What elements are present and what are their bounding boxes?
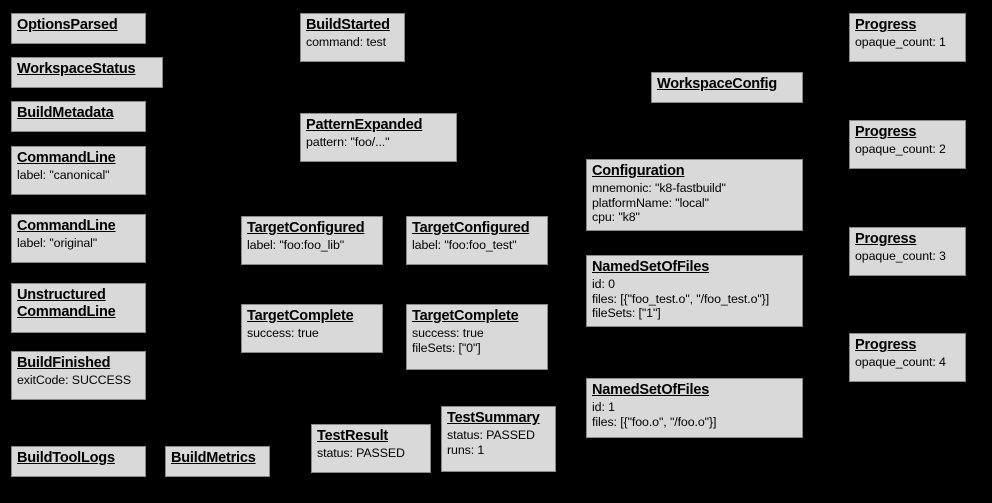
node-build-metrics[interactable]: BuildMetrics	[165, 446, 270, 477]
node-fields: success: true	[247, 326, 319, 341]
node-title: Configuration	[592, 163, 685, 179]
node-fields: command: test	[306, 35, 386, 50]
node-target-configured-foo-lib[interactable]: TargetConfigured label: "foo:foo_lib"	[241, 216, 383, 265]
node-fields: label: "original"	[17, 236, 98, 251]
node-fields: mnemonic: "k8-fastbuild" platformName: "…	[592, 181, 726, 225]
node-title: BuildFinished	[17, 355, 111, 371]
node-command-line-original[interactable]: CommandLine label: "original"	[11, 214, 146, 263]
node-fields: opaque_count: 4	[855, 355, 946, 370]
node-title: BuildToolLogs	[17, 450, 115, 466]
node-fields: label: "foo:foo_test"	[412, 238, 517, 253]
node-fields: label: "canonical"	[17, 168, 110, 183]
node-title: TargetConfigured	[412, 220, 530, 236]
node-title: NamedSetOfFiles	[592, 259, 710, 275]
node-progress-3[interactable]: Progress opaque_count: 3	[849, 227, 966, 276]
node-title: Unstructured CommandLine	[17, 287, 116, 321]
node-command-line-canonical[interactable]: CommandLine label: "canonical"	[11, 146, 146, 195]
node-title: TargetConfigured	[247, 220, 365, 236]
node-fields: success: true fileSets: ["0"]	[412, 326, 484, 355]
node-test-summary[interactable]: TestSummary status: PASSED runs: 1	[441, 406, 556, 472]
node-fields: id: 1 files: [{"foo.o", "/foo.o"}]	[592, 400, 717, 429]
node-fields: pattern: "foo/..."	[306, 135, 390, 150]
node-title: Progress	[855, 124, 917, 140]
node-fields: opaque_count: 2	[855, 142, 946, 157]
node-title: CommandLine	[17, 150, 116, 166]
node-progress-2[interactable]: Progress opaque_count: 2	[849, 120, 966, 169]
node-fields: status: PASSED runs: 1	[447, 428, 535, 457]
node-fields: exitCode: SUCCESS	[17, 373, 131, 388]
node-fields: label: "foo:foo_lib"	[247, 238, 345, 253]
node-title: OptionsParsed	[17, 17, 118, 33]
node-target-complete-lib[interactable]: TargetComplete success: true	[241, 304, 383, 353]
node-pattern-expanded[interactable]: PatternExpanded pattern: "foo/..."	[300, 113, 457, 162]
node-target-configured-foo-test[interactable]: TargetConfigured label: "foo:foo_test"	[406, 216, 548, 265]
node-title: WorkspaceConfig	[657, 76, 778, 92]
node-fields: opaque_count: 1	[855, 35, 946, 50]
node-title: WorkspaceStatus	[17, 61, 136, 77]
node-title: Progress	[855, 17, 917, 33]
node-workspace-status[interactable]: WorkspaceStatus	[11, 57, 163, 88]
node-fields: id: 0 files: [{"foo_test.o", "/foo_test.…	[592, 277, 770, 321]
node-test-result[interactable]: TestResult status: PASSED	[311, 424, 431, 473]
node-named-set-of-files-1[interactable]: NamedSetOfFiles id: 1 files: [{"foo.o", "…	[586, 378, 803, 438]
node-title: BuildMetadata	[17, 105, 114, 121]
node-title: TestSummary	[447, 410, 540, 426]
node-unstructured-command-line[interactable]: Unstructured CommandLine	[11, 283, 146, 333]
node-title: TargetComplete	[412, 308, 519, 324]
node-title: CommandLine	[17, 218, 116, 234]
node-build-metadata[interactable]: BuildMetadata	[11, 101, 146, 132]
node-build-tool-logs[interactable]: BuildToolLogs	[11, 446, 146, 477]
node-options-parsed[interactable]: OptionsParsed	[11, 13, 146, 44]
node-title: PatternExpanded	[306, 117, 423, 133]
node-progress-1[interactable]: Progress opaque_count: 1	[849, 13, 966, 62]
node-title: TargetComplete	[247, 308, 354, 324]
node-title: BuildMetrics	[171, 450, 256, 466]
node-named-set-of-files-0[interactable]: NamedSetOfFiles id: 0 files: [{"foo_test.…	[586, 255, 803, 327]
node-progress-4[interactable]: Progress opaque_count: 4	[849, 333, 966, 382]
node-title: Progress	[855, 231, 917, 247]
node-title: BuildStarted	[306, 17, 390, 33]
node-fields: opaque_count: 3	[855, 249, 946, 264]
node-fields: status: PASSED	[317, 446, 405, 461]
node-build-started[interactable]: BuildStarted command: test	[300, 13, 405, 62]
node-build-finished[interactable]: BuildFinished exitCode: SUCCESS	[11, 351, 146, 400]
node-title: Progress	[855, 337, 917, 353]
node-title: TestResult	[317, 428, 389, 444]
node-title: NamedSetOfFiles	[592, 382, 710, 398]
node-target-complete-test[interactable]: TargetComplete success: true fileSets: ["…	[406, 304, 548, 370]
node-workspace-config[interactable]: WorkspaceConfig	[651, 72, 803, 103]
node-configuration[interactable]: Configuration mnemonic: "k8-fastbuild" pl…	[586, 159, 803, 231]
